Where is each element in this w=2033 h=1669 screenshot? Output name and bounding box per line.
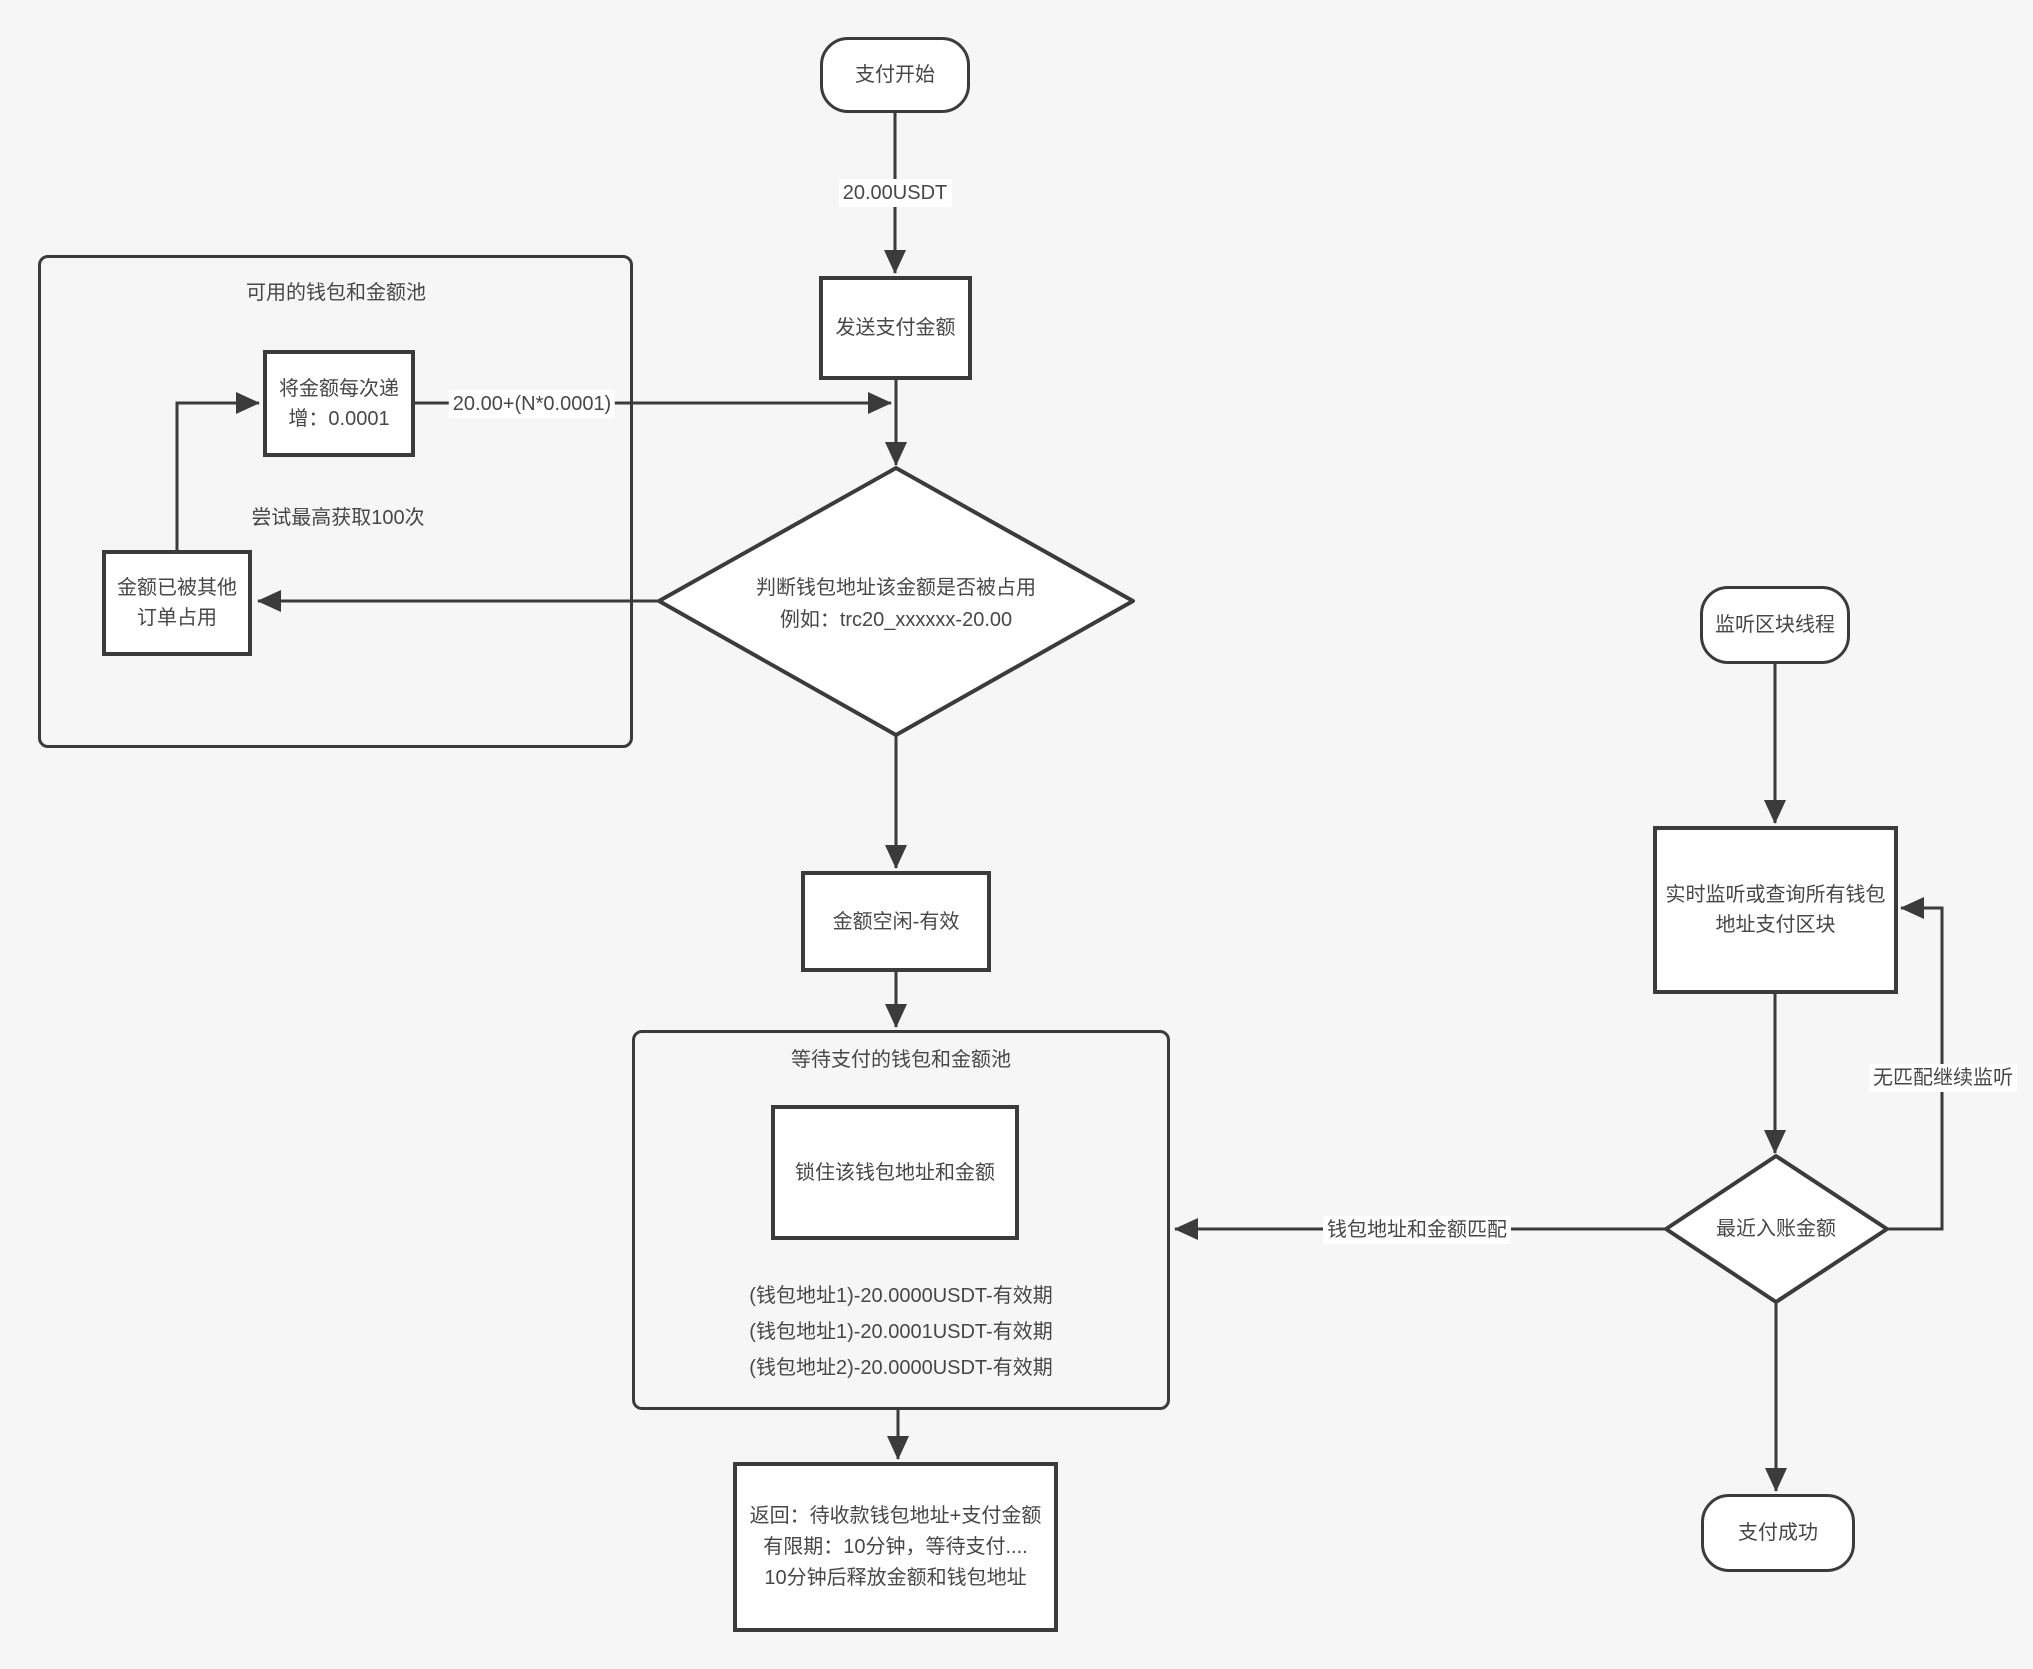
node-amount-occupied: 金额已被其他订单占用 — [102, 550, 252, 656]
return-info-line1: 返回：待收款钱包地址+支付金额 — [749, 1504, 1042, 1527]
edge-label-no-match: 无匹配继续监听 — [1869, 1064, 2017, 1092]
return-info-line2: 有限期：10分钟，等待支付.... — [763, 1535, 1028, 1558]
group-available-pool — [38, 255, 633, 748]
node-monitor-block: 实时监听或查询所有钱包地址支付区块 — [1653, 826, 1898, 994]
waiting-pool-title: 等待支付的钱包和金额池 — [791, 1049, 1011, 1071]
node-amount-free: 金额空闲-有效 — [801, 871, 991, 972]
node-return-info: 返回：待收款钱包地址+支付金额 有限期：10分钟，等待支付.... 10分钟后释… — [733, 1462, 1058, 1632]
node-increment-amount: 将金额每次递增：0.0001 — [263, 350, 415, 457]
decision-check-occupied-line2: 例如：trc20_xxxxxx-20.00 — [779, 609, 1013, 631]
edge-label-increment-formula: 20.00+(N*0.0001) — [448, 390, 616, 418]
node-send-amount: 发送支付金额 — [819, 276, 972, 380]
available-pool-title: 可用的钱包和金额池 — [246, 282, 426, 304]
pool-entry: (钱包地址1)-20.0000USDT-有效期 — [749, 1285, 1053, 1307]
return-info-text: 返回：待收款钱包地址+支付金额 有限期：10分钟，等待支付.... 10分钟后释… — [750, 1501, 1042, 1594]
pool-entry: (钱包地址2)-20.0000USDT-有效期 — [749, 1357, 1053, 1379]
decision-check-occupied-line1: 判断钱包地址该金额是否被占用 — [756, 577, 1036, 599]
waiting-pool-entries: (钱包地址1)-20.0000USDT-有效期 (钱包地址1)-20.0001U… — [632, 1278, 1170, 1386]
retry-note: 尝试最高获取100次 — [251, 507, 425, 529]
decision-check-occupied-text: 判断钱包地址该金额是否被占用 例如：trc20_xxxxxx-20.00 — [756, 572, 1036, 636]
node-lock-wallet: 锁住该钱包地址和金额 — [771, 1105, 1019, 1240]
edge-occupied-to-increment — [175, 392, 260, 550]
node-success: 支付成功 — [1701, 1494, 1855, 1572]
node-listen-thread: 监听区块线程 — [1700, 586, 1850, 664]
edge-label-payment-amount: 20.00USDT — [838, 179, 952, 207]
decision-recent-amount-text: 最近入账金额 — [1716, 1218, 1836, 1240]
edge-label-match: 钱包地址和金额匹配 — [1323, 1216, 1511, 1244]
pool-entry: (钱包地址1)-20.0001USDT-有效期 — [749, 1321, 1053, 1343]
node-start: 支付开始 — [820, 37, 970, 113]
return-info-line3: 10分钟后释放金额和钱包地址 — [764, 1566, 1027, 1589]
group-waiting-pool — [632, 1030, 1170, 1410]
